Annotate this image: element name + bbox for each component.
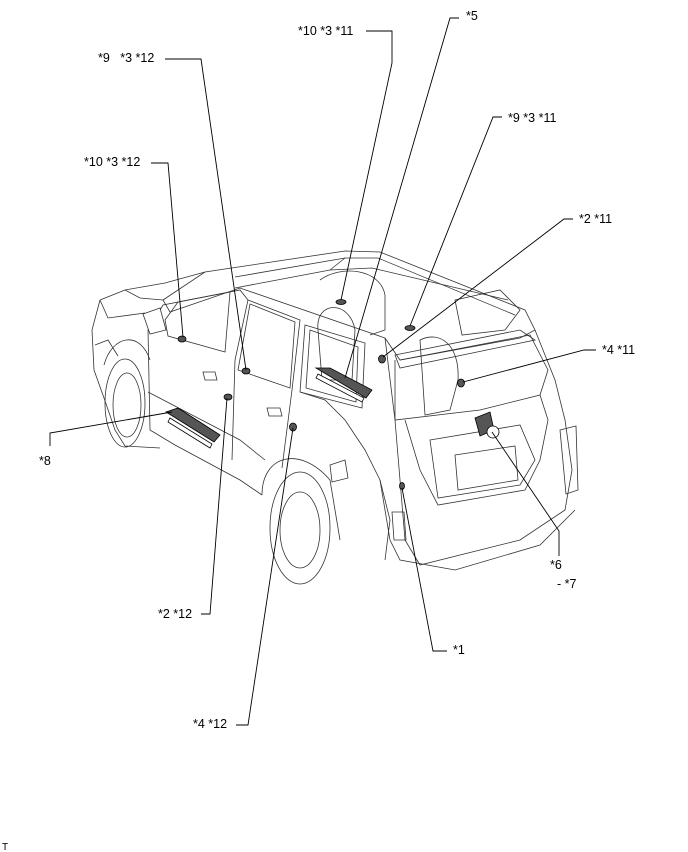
front-scuff-plate: [165, 407, 221, 443]
rear-scuff-plate: [314, 367, 373, 399]
callout-10-3-11-top: *10 *3 *11: [298, 24, 353, 38]
sensor-roof-front: [335, 299, 347, 305]
callout-4-12: *4 *12: [193, 717, 227, 731]
callout-10-3-12: *10 *3 *12: [84, 155, 140, 169]
callout-4-11: *4 *11: [602, 343, 635, 357]
sensor-front-door-upper: [177, 335, 187, 343]
vehicle-outline: [91, 250, 579, 585]
callout-2-12: *2 *12: [158, 607, 192, 621]
sensor-rear-pillar: [378, 354, 386, 364]
sensor-front-door-lower: [223, 393, 233, 401]
callout-9-3-11: *9 *3 *11: [508, 111, 556, 125]
callout-7: - *7: [557, 577, 577, 591]
callout-8: *8: [39, 454, 51, 468]
footer-mark: T: [2, 842, 8, 852]
callout-9-3-12: *9 *3 *12: [98, 51, 154, 65]
callout-1: *1: [453, 643, 465, 657]
sensor-roof-rear: [404, 325, 416, 331]
callout-labels: *10 *3 *11 *5 *9 *3 *12 *9 *3 *11 *10 *3…: [2, 9, 635, 852]
callout-5: *5: [466, 9, 478, 23]
sensor-back-door: [457, 378, 465, 388]
callout-6: *6: [550, 558, 562, 572]
callout-2-11: *2 *11: [579, 212, 612, 226]
parts: [165, 299, 500, 490]
leader-lines: [49, 17, 596, 726]
